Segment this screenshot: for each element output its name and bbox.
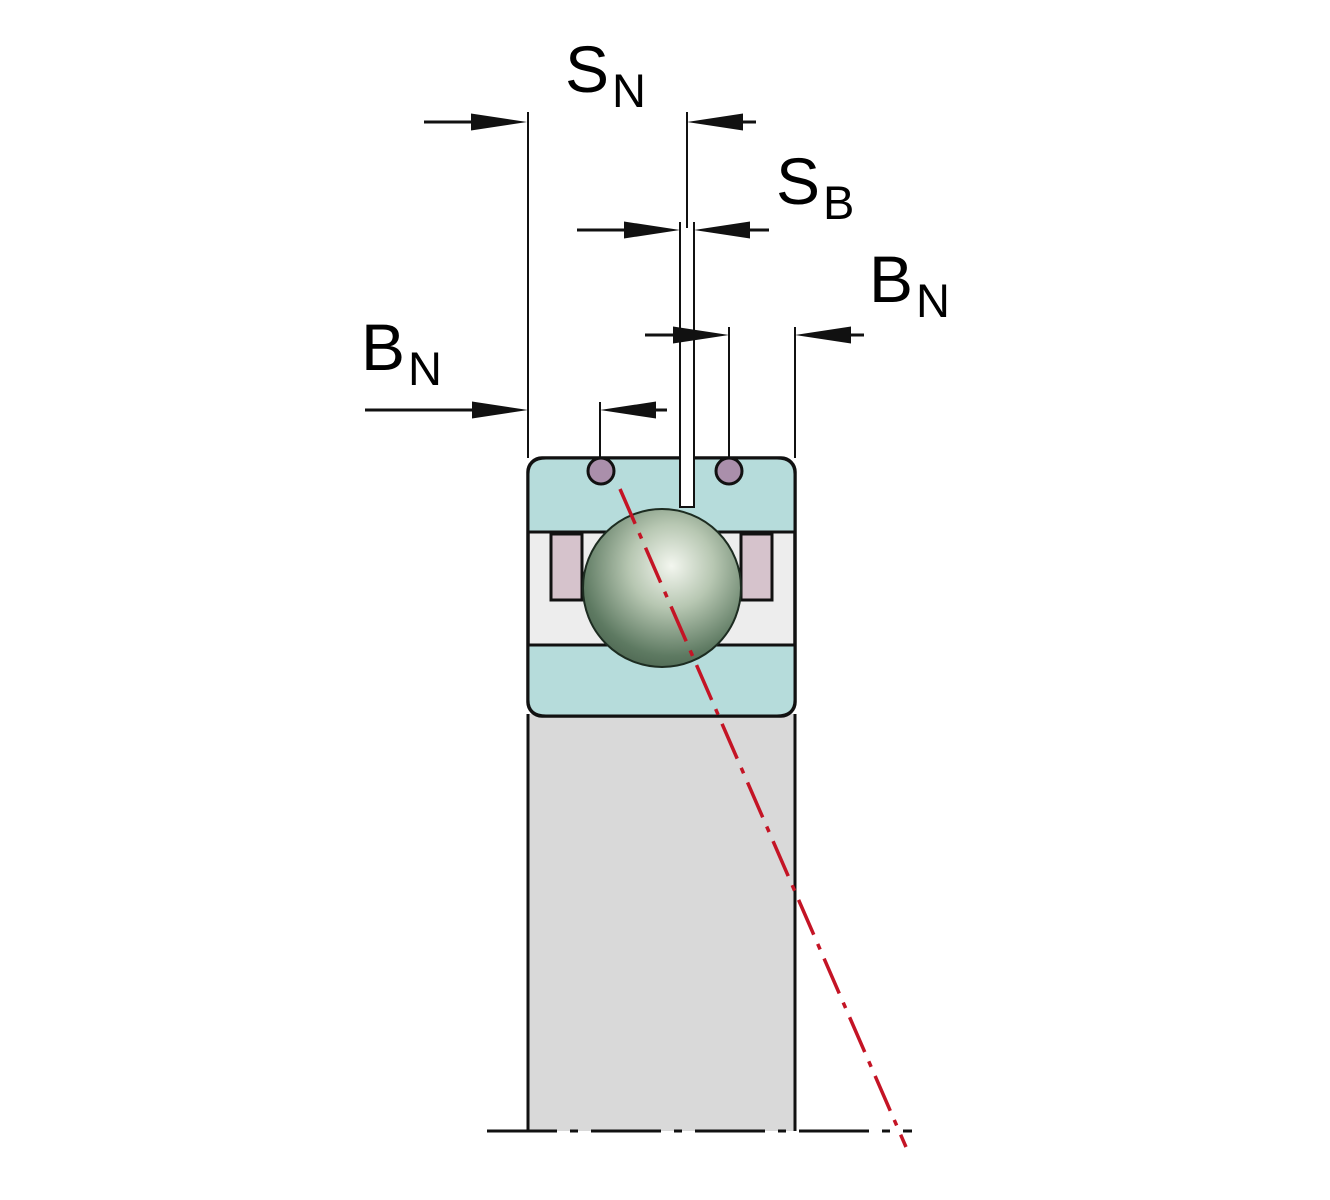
cage-left <box>549 532 584 602</box>
slot-gap <box>681 451 693 506</box>
housing-block <box>528 714 795 1131</box>
bn-right-dim-arrow-left <box>673 326 729 344</box>
label-sb: SB <box>776 148 855 226</box>
label-sb-subscript: B <box>823 176 856 229</box>
label-sn: SN <box>565 36 647 114</box>
label-bn-right: BN <box>869 246 951 324</box>
label-bn-right-symbol: B <box>869 242 915 316</box>
rivet-left <box>586 456 616 486</box>
sn-dim-arrow-right <box>687 113 743 131</box>
label-bn-left-subscript: N <box>408 342 443 395</box>
sn-dim-arrow-left <box>471 113 527 131</box>
label-bn-right-subscript: N <box>916 274 951 327</box>
label-sb-symbol: S <box>776 144 822 218</box>
slot-edges <box>679 222 695 508</box>
label-sn-symbol: S <box>565 32 611 106</box>
sb-dim-arrow-left <box>624 221 680 239</box>
bn-left-dim-arrow-left <box>472 401 528 419</box>
bearing-ball <box>582 508 742 668</box>
sb-dim-arrow-right <box>694 221 750 239</box>
rivet-right <box>714 456 744 486</box>
inner-ring-bottom <box>526 643 797 718</box>
bn-right-dim-arrow-right <box>795 326 851 344</box>
label-bn-left-symbol: B <box>361 310 407 384</box>
contact-angle-centerline <box>618 488 908 1148</box>
cage-right <box>739 532 774 602</box>
label-bn-left: BN <box>361 314 443 392</box>
label-sn-subscript: N <box>612 64 647 117</box>
bn-left-dim-arrow-right <box>600 401 656 419</box>
